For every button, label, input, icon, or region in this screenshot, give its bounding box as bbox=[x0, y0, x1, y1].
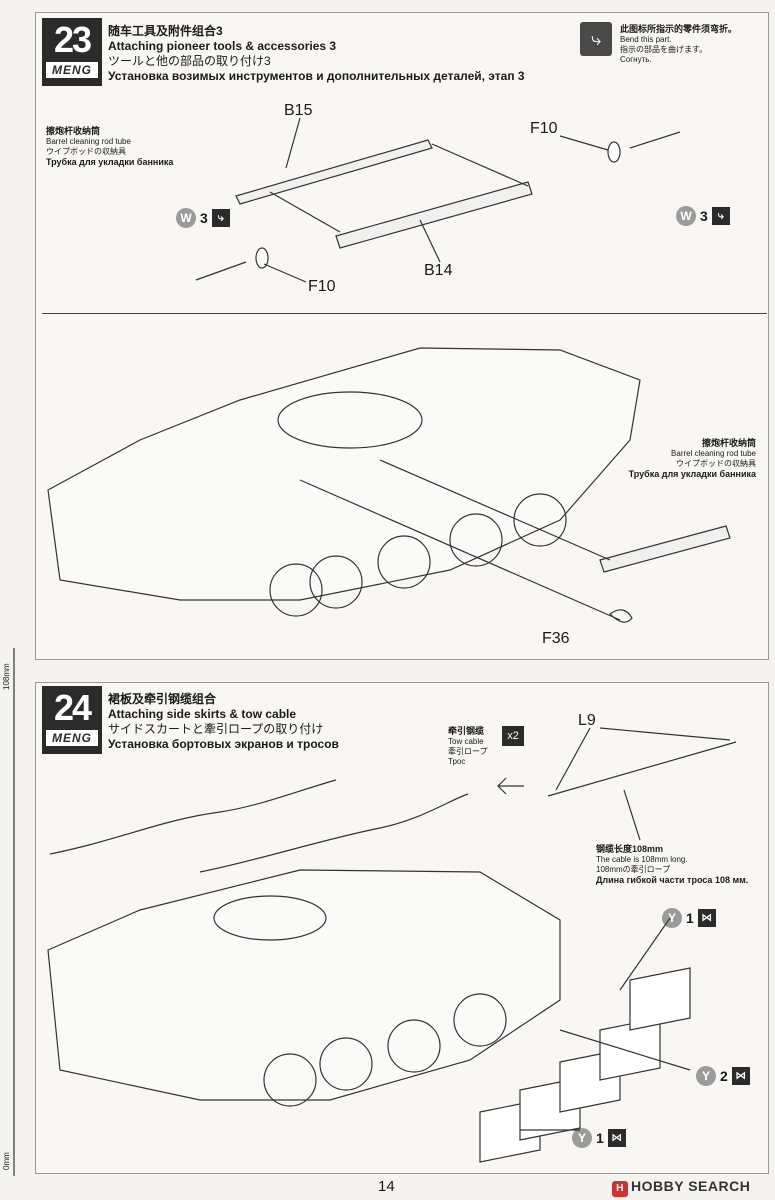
cut-icon: ⋈ bbox=[697, 909, 716, 927]
cut-icon: ⋈ bbox=[731, 1067, 750, 1085]
y-circle-icon: Y bbox=[696, 1066, 716, 1086]
title-jp: ツールと他の部品の取り付け3 bbox=[108, 54, 271, 68]
y-circle-icon: Y bbox=[662, 908, 682, 928]
step-23-badge: 23 MENG bbox=[42, 18, 102, 86]
title-jp: サイドスカートと牽引ロープの取り付け bbox=[108, 722, 324, 736]
bend-note: 此图标所指示的零件须弯折。 Bend this part. 指示の部品を曲げます… bbox=[620, 24, 737, 65]
y1-count: 1 bbox=[686, 910, 694, 926]
barrel-tube-note-2: 擦炮杆收纳筒 Barrel cleaning rod tube ウイプボッドの収… bbox=[600, 438, 756, 480]
quantity-badge: x2 bbox=[502, 726, 524, 746]
bend-small-icon: ⤷ bbox=[711, 207, 730, 225]
title-en: Attaching side skirts & tow cable bbox=[108, 707, 297, 721]
barrel-tube-ru-2: Трубка для укладки банника bbox=[628, 469, 756, 479]
cable-length-cn: 钢缆长度108mm bbox=[596, 844, 664, 854]
tow-cable-jp: 牽引ロープ bbox=[448, 747, 488, 756]
step-24-badge: 24 MENG bbox=[42, 686, 102, 754]
step-number: 23 bbox=[53, 19, 92, 60]
step-24-title: 裙板及牵引钢缆组合 Attaching side skirts & tow ca… bbox=[108, 692, 428, 752]
w3-callout-right: W 3 ⤷ bbox=[676, 206, 730, 226]
y-circle-icon: Y bbox=[572, 1128, 592, 1148]
part-l9-label: L9 bbox=[578, 712, 596, 729]
tow-cable-note: 牵引钢缆 Tow cable 牽引ロープ Трос bbox=[448, 726, 488, 767]
bend-icon: ⤷ bbox=[580, 22, 612, 56]
barrel-tube-jp-2: ウイプボッドの収納具 bbox=[676, 459, 756, 468]
watermark-logo: H bbox=[612, 1181, 628, 1197]
brand-logo: MENG bbox=[46, 730, 98, 746]
y2-callout: Y 2 ⋈ bbox=[696, 1066, 750, 1086]
ruler-top-label: 108mm bbox=[2, 663, 11, 690]
barrel-tube-en: Barrel cleaning rod tube bbox=[46, 137, 131, 146]
title-en: Attaching pioneer tools & accessories 3 bbox=[108, 39, 337, 53]
bend-note-cn: 此图标所指示的零件须弯折。 bbox=[620, 24, 738, 34]
tow-cable-ru: Трос bbox=[448, 757, 466, 766]
watermark-text: HOBBY SEARCH bbox=[631, 1178, 751, 1194]
title-cn: 裙板及牵引钢缆组合 bbox=[108, 692, 217, 706]
cable-length-jp: 108mmの牽引ロープ bbox=[596, 865, 671, 874]
w3-count: 3 bbox=[200, 210, 208, 226]
part-f10-label-right: F10 bbox=[530, 120, 558, 137]
part-f10-label-left: F10 bbox=[308, 278, 336, 295]
title-ru: Установка бортовых экранов и тросов bbox=[108, 737, 339, 751]
tow-cable-en: Tow cable bbox=[448, 737, 484, 746]
bend-note-en: Bend this part. bbox=[620, 35, 672, 44]
w-circle-icon: W bbox=[676, 206, 696, 226]
page-number: 14 bbox=[378, 1178, 395, 1195]
y1-callout-bottom: Y 1 ⋈ bbox=[572, 1128, 626, 1148]
barrel-tube-cn: 擦炮杆收纳筒 bbox=[46, 126, 101, 136]
part-f36-label: F36 bbox=[542, 630, 570, 647]
step-23-title: 随车工具及附件组合3 Attaching pioneer tools & acc… bbox=[108, 24, 568, 84]
w-circle-icon: W bbox=[176, 208, 196, 228]
bend-note-jp: 指示の部品を曲げます。 bbox=[620, 45, 708, 54]
title-cn: 随车工具及附件组合3 bbox=[108, 24, 223, 38]
barrel-tube-note-1: 擦炮杆收纳筒 Barrel cleaning rod tube ウイプボッドの収… bbox=[46, 126, 173, 168]
section-divider bbox=[42, 313, 767, 314]
y1-count: 1 bbox=[596, 1130, 604, 1146]
w3-count: 3 bbox=[700, 208, 708, 224]
step-number: 24 bbox=[53, 687, 92, 728]
title-ru: Установка возимых инструментов и дополни… bbox=[108, 69, 525, 83]
tow-cable-cn: 牵引钢缆 bbox=[448, 726, 485, 736]
barrel-tube-en-2: Barrel cleaning rod tube bbox=[671, 449, 756, 458]
brand-logo: MENG bbox=[46, 62, 98, 78]
cable-length-ru: Длина гибкой части троса 108 мм. bbox=[596, 875, 749, 885]
barrel-tube-jp: ウイプボッドの収納具 bbox=[46, 147, 126, 156]
barrel-tube-cn-2: 擦炮杆收纳筒 bbox=[701, 438, 756, 448]
cable-length-note: 钢缆长度108mm The cable is 108mm long. 108mm… bbox=[596, 844, 748, 886]
ruler-bottom-label: 0mm bbox=[2, 1152, 11, 1170]
w3-callout-left: W 3 ⤷ bbox=[176, 208, 230, 228]
part-b14-label: B14 bbox=[424, 262, 453, 279]
part-b15-label: B15 bbox=[284, 102, 313, 119]
y1-callout-top: Y 1 ⋈ bbox=[662, 908, 716, 928]
barrel-tube-ru: Трубка для укладки банника bbox=[46, 157, 174, 167]
bend-small-icon: ⤷ bbox=[211, 209, 230, 227]
cut-icon: ⋈ bbox=[607, 1129, 626, 1147]
step-24-panel bbox=[35, 682, 769, 1174]
y2-count: 2 bbox=[720, 1068, 728, 1084]
cable-length-en: The cable is 108mm long. bbox=[596, 855, 688, 864]
step-23-panel bbox=[35, 12, 769, 660]
bend-note-ru: Согнуть. bbox=[620, 55, 652, 64]
